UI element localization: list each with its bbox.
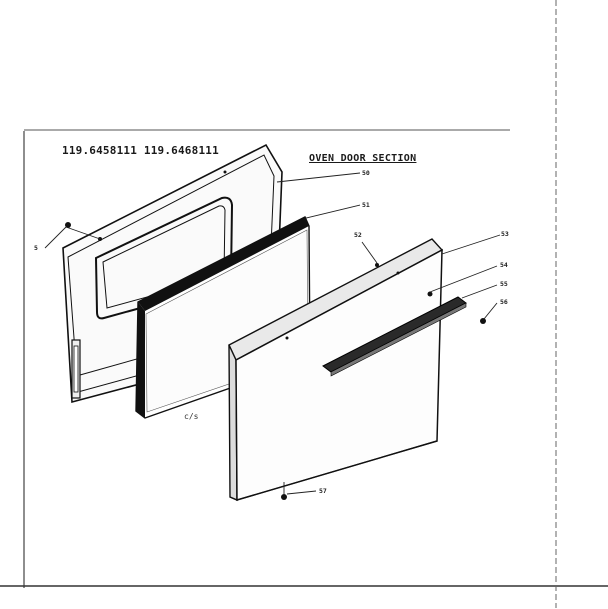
inner-note: c/s xyxy=(184,412,199,421)
callout-56: 56 xyxy=(500,298,508,306)
callout-54: 54 xyxy=(500,261,508,269)
callout-leaders xyxy=(44,172,501,495)
callout-51: 51 xyxy=(362,201,370,209)
callout-5: 5 xyxy=(34,244,38,252)
callout-52: 52 xyxy=(354,231,362,239)
model-numbers: 119.6458111 119.6468111 xyxy=(62,144,219,157)
callout-53: 53 xyxy=(501,230,509,238)
section-title: OVEN DOOR SECTION xyxy=(309,153,417,164)
callout-55: 55 xyxy=(500,280,508,288)
callout-57: 57 xyxy=(319,487,327,495)
door-handle xyxy=(322,296,467,377)
callout-50: 50 xyxy=(362,169,370,177)
screw-markers xyxy=(65,170,486,500)
outer-door-panel xyxy=(228,238,444,502)
